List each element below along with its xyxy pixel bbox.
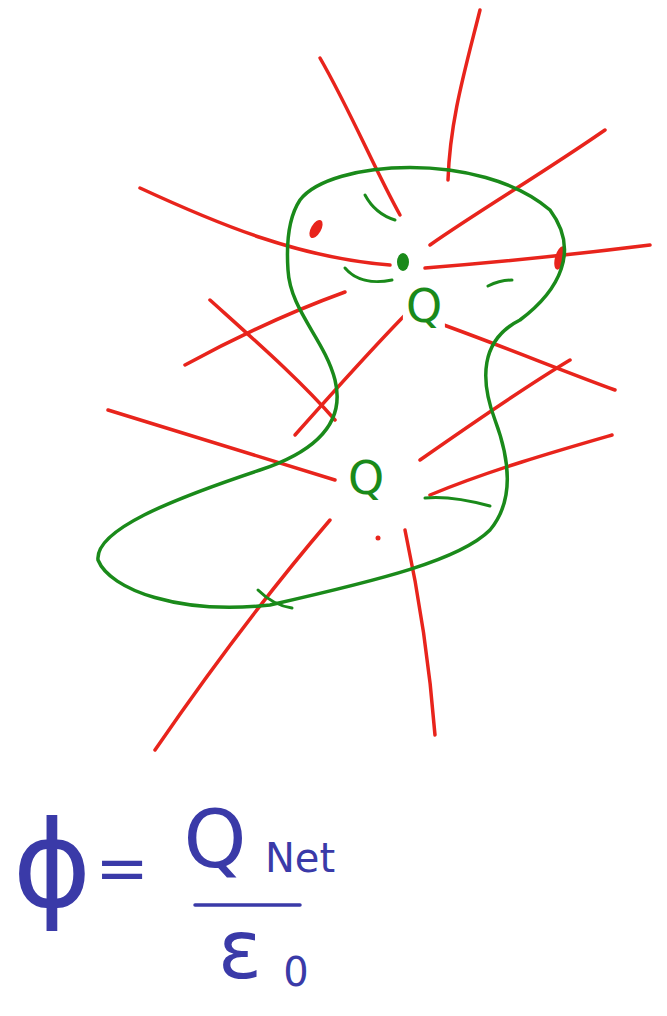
charge-label: Q — [345, 454, 387, 502]
permittivity-symbol: ε — [215, 908, 265, 992]
flux-symbol: ϕ — [9, 804, 94, 926]
flux-arcs — [258, 195, 512, 608]
crossing-marks — [307, 218, 568, 541]
fraction-bar — [195, 903, 300, 907]
charge-label: Q — [403, 282, 445, 330]
gaussian-surface — [98, 168, 565, 608]
subscript: Net — [262, 837, 338, 879]
subscript: 0 — [280, 951, 311, 993]
charge-dot — [397, 253, 409, 271]
equals-sign: = — [92, 835, 152, 901]
charge-symbol: Q — [181, 799, 250, 881]
field-lines — [108, 10, 650, 750]
